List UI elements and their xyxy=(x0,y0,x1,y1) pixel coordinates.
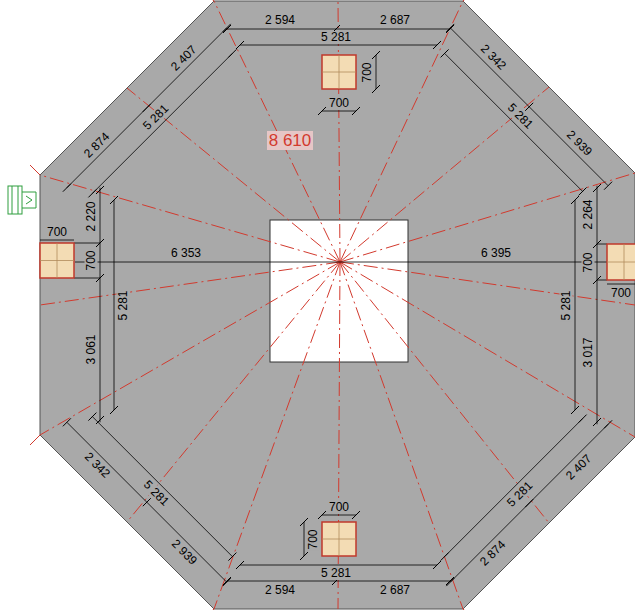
dimension-label: 2 594 xyxy=(264,584,296,597)
dimension-label: 5 281 xyxy=(117,289,130,321)
dimension-label: 2 407 xyxy=(168,42,200,74)
dimension-label: 3 017 xyxy=(582,336,595,368)
dimension-label: 700 xyxy=(328,501,350,514)
ridge-dimension: 8 610 xyxy=(267,131,314,150)
octagon-roof xyxy=(40,1,635,609)
corner-marks xyxy=(30,0,635,610)
gutter-symbol xyxy=(8,186,36,214)
dimension-label: 2 939 xyxy=(168,536,200,568)
dimension-label: 2 407 xyxy=(563,451,595,483)
dimension-label: 700 xyxy=(307,528,320,550)
dimension-label: 5 281 xyxy=(320,567,352,580)
dimension-label: 700 xyxy=(610,287,632,300)
dimension-label: 5 281 xyxy=(140,477,172,509)
vertical-dimensions xyxy=(100,186,597,425)
dimension-label: 2 594 xyxy=(264,14,296,27)
dimension-label: 5 281 xyxy=(140,101,172,133)
symbol-part xyxy=(8,186,22,214)
horizontal-dimensions xyxy=(227,29,451,581)
symbol-part xyxy=(12,186,36,214)
dimension-label: 700 xyxy=(361,61,374,83)
dimension-label: 2 342 xyxy=(81,449,113,481)
dimension-label: 700 xyxy=(328,97,350,110)
dimension-label: 2 874 xyxy=(81,129,113,161)
dimension-label: 700 xyxy=(582,251,595,273)
dimension-label: 2 342 xyxy=(477,41,509,73)
dimension-label: 2 220 xyxy=(85,200,98,232)
dimension-label: 2 874 xyxy=(477,537,509,569)
dimension-label: 6 353 xyxy=(170,247,202,260)
dimension-label: 5 281 xyxy=(504,478,536,510)
dimension-label: 700 xyxy=(46,226,68,239)
column-dimensions xyxy=(40,55,635,556)
dimension-label: 6 395 xyxy=(480,247,512,260)
dimension-label: 5 281 xyxy=(560,289,573,321)
dimension-label: 2 687 xyxy=(379,584,411,597)
dimension-label: 2 687 xyxy=(379,14,411,27)
centre-dimension xyxy=(75,262,607,263)
dimension-label: 5 281 xyxy=(504,100,536,132)
dimension-label: 700 xyxy=(85,249,98,271)
dimension-label: 5 281 xyxy=(320,31,352,44)
dimension-lines xyxy=(40,24,635,586)
dimension-label: 2 939 xyxy=(563,127,595,159)
ridge-lines xyxy=(40,1,635,609)
dimension-label: 3 061 xyxy=(85,333,98,365)
column-cross xyxy=(40,55,635,556)
columns xyxy=(40,55,635,556)
dimension-ticks xyxy=(63,24,612,586)
dimension-label: 2 264 xyxy=(582,198,595,230)
